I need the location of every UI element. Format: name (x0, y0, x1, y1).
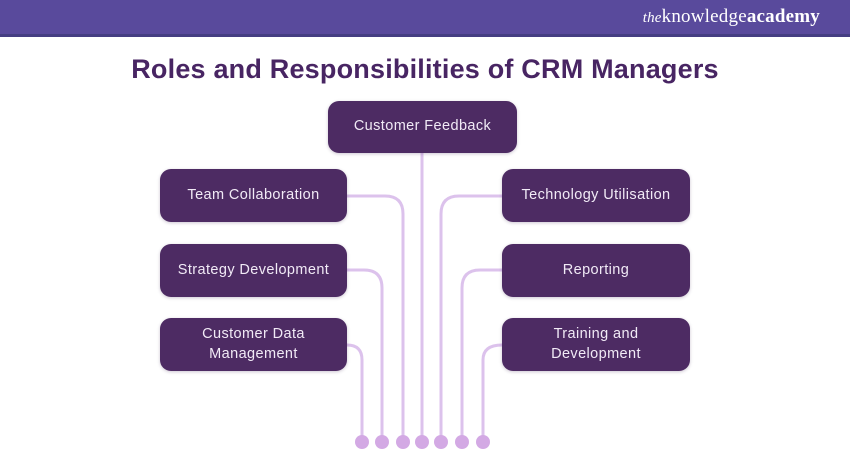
role-box-training-and-development: Training and Development (502, 318, 690, 371)
role-box-strategy-development: Strategy Development (160, 244, 347, 297)
role-box-reporting: Reporting (502, 244, 690, 297)
page-title: Roles and Responsibilities of CRM Manage… (131, 54, 719, 84)
connector-path-training-development (481, 343, 504, 440)
connector-dot (396, 435, 410, 449)
logo-the: the (642, 10, 662, 26)
connector-path-team-collaboration (345, 194, 405, 440)
connector-path-reporting (460, 268, 504, 440)
header-bar: theknowledgeacademy (0, 0, 850, 37)
connector-dot (415, 435, 429, 449)
role-box-customer-data-management: Customer Data Management (160, 318, 347, 371)
connector-dot (434, 435, 448, 449)
role-box-customer-feedback: Customer Feedback (328, 101, 517, 153)
connector-dot (355, 435, 369, 449)
logo-knowledge: knowledge (661, 6, 747, 27)
connector-path-strategy-development (345, 268, 384, 440)
connector-dot (455, 435, 469, 449)
connector-dot (476, 435, 490, 449)
connector-dot (375, 435, 389, 449)
role-box-team-collaboration: Team Collaboration (160, 169, 347, 222)
brand-logo: theknowledgeacademy (643, 6, 820, 28)
connector-path-technology-utilisation (439, 194, 504, 440)
logo-academy: academy (746, 6, 820, 27)
role-box-technology-utilisation: Technology Utilisation (502, 169, 690, 222)
connector-path-customer-data-management (345, 343, 364, 440)
